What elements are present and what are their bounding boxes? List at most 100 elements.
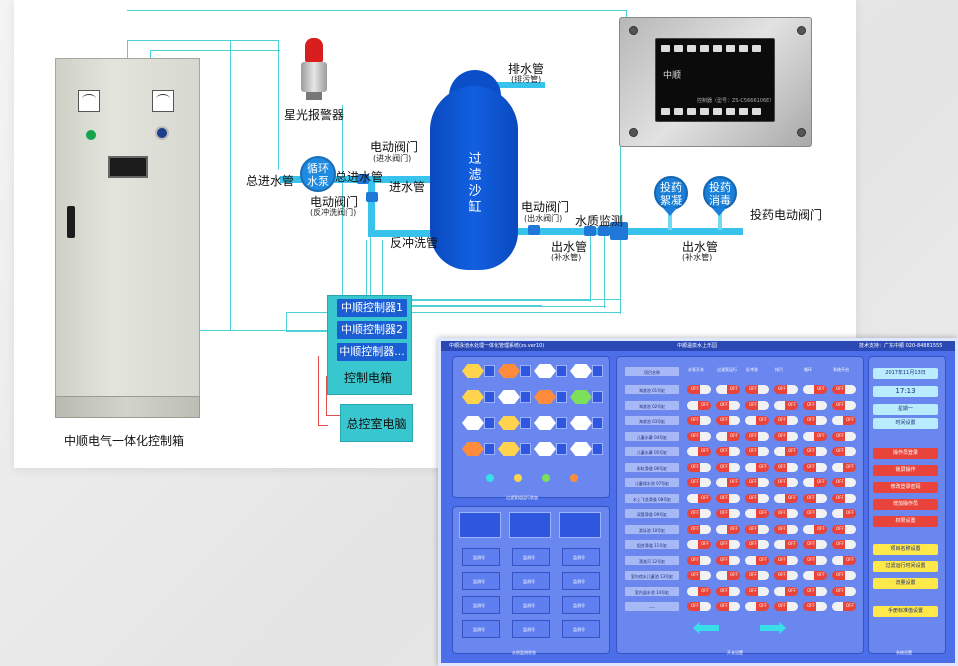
pool-switch[interactable]: OFF (774, 447, 798, 456)
manual-standard-settings-button[interactable]: 手册标准值设置 (873, 606, 938, 617)
pool-switch[interactable]: OFF (716, 555, 740, 565)
pool-switch[interactable]: OFF (774, 385, 798, 394)
pool-switch[interactable]: OFF (745, 555, 769, 565)
pool-switch[interactable]: OFF (716, 524, 740, 534)
pool-switch[interactable]: OFF (832, 416, 856, 425)
pool-switch[interactable]: OFF (687, 602, 711, 611)
pool-switch[interactable]: OFF (687, 400, 711, 410)
pool-switch[interactable]: OFF (832, 462, 856, 472)
pool-switch[interactable]: OFF (832, 524, 856, 534)
project-name-settings-button[interactable]: 项目名称设置 (873, 544, 938, 555)
pool-switch[interactable]: OFF (716, 400, 740, 410)
pool-switch[interactable]: OFF (745, 493, 769, 503)
pool-switch[interactable]: OFF (803, 431, 827, 441)
pool-switch[interactable]: OFF (832, 478, 856, 487)
pool-switch[interactable]: OFF (774, 509, 798, 518)
pool-switch[interactable]: OFF (832, 493, 856, 503)
pool-switch[interactable]: OFF (774, 478, 798, 487)
pool-switch[interactable]: OFF (687, 493, 711, 503)
pool-switch[interactable]: OFF (687, 478, 711, 487)
pool-switch[interactable]: OFF (745, 385, 769, 394)
pool-switch[interactable]: OFF (745, 540, 769, 549)
pool-switch[interactable]: OFF (687, 540, 711, 549)
pool-switch[interactable]: OFF (716, 478, 740, 487)
pool-switch[interactable]: OFF (745, 431, 769, 441)
pool-switch[interactable]: OFF (687, 462, 711, 472)
pool-switch[interactable]: OFF (803, 571, 827, 580)
prev-page-button[interactable] (693, 622, 719, 634)
pool-switch[interactable]: OFF (774, 540, 798, 549)
pool-switch[interactable]: OFF (803, 555, 827, 565)
permission-settings-button[interactable]: 权限设置 (873, 516, 938, 527)
pool-switch[interactable]: OFF (745, 571, 769, 580)
pool-switch[interactable]: OFF (716, 447, 740, 456)
pool-switch[interactable]: OFF (716, 493, 740, 503)
pool-switch[interactable]: OFF (774, 431, 798, 441)
pool-switch[interactable]: OFF (745, 478, 769, 487)
filter-runtime-settings-button[interactable]: 过滤运行时间设置 (873, 561, 938, 572)
pool-switch[interactable]: OFF (745, 462, 769, 472)
pool-switch[interactable]: OFF (803, 509, 827, 518)
pool-switch[interactable]: OFF (687, 571, 711, 580)
pool-switch[interactable]: OFF (832, 571, 856, 580)
pool-switch[interactable]: OFF (803, 586, 827, 596)
pool-switch[interactable]: OFF (687, 509, 711, 518)
pool-switch[interactable]: OFF (774, 524, 798, 534)
change-password-button[interactable]: 修改登录密码 (873, 482, 938, 493)
pool-switch[interactable]: OFF (832, 509, 856, 518)
pool-switch[interactable]: OFF (832, 431, 856, 441)
pool-switch[interactable]: OFF (832, 400, 856, 410)
pool-switch[interactable]: OFF (716, 540, 740, 549)
pool-switch[interactable]: OFF (774, 602, 798, 611)
pool-switch[interactable]: OFF (803, 493, 827, 503)
pool-switch[interactable]: OFF (745, 400, 769, 410)
pool-switch[interactable]: OFF (687, 555, 711, 565)
pool-switch[interactable]: OFF (803, 602, 827, 611)
pool-switch[interactable]: OFF (687, 447, 711, 456)
pool-switch[interactable]: OFF (716, 462, 740, 472)
pool-switch[interactable]: OFF (716, 509, 740, 518)
pool-switch[interactable]: OFF (832, 447, 856, 456)
pool-switch[interactable]: OFF (803, 400, 827, 410)
operator-login-button[interactable]: 操作员登录 (873, 448, 938, 459)
pool-switch[interactable]: OFF (803, 462, 827, 472)
pool-switch[interactable]: OFF (832, 586, 856, 596)
pool-switch[interactable]: OFF (832, 540, 856, 549)
pool-switch[interactable]: OFF (687, 385, 711, 394)
flow-settings-button[interactable]: 流量设置 (873, 578, 938, 589)
pool-switch[interactable]: OFF (803, 478, 827, 487)
pool-switch[interactable]: OFF (803, 540, 827, 549)
pool-switch[interactable]: OFF (716, 431, 740, 441)
pool-switch[interactable]: OFF (832, 555, 856, 565)
pool-switch[interactable]: OFF (745, 447, 769, 456)
pool-switch[interactable]: OFF (774, 555, 798, 565)
pool-switch[interactable]: OFF (803, 416, 827, 425)
pool-switch[interactable]: OFF (832, 385, 856, 394)
pool-switch[interactable]: OFF (774, 586, 798, 596)
pool-switch[interactable]: OFF (774, 416, 798, 425)
pool-switch[interactable]: OFF (803, 524, 827, 534)
pool-switch[interactable]: OFF (774, 493, 798, 503)
pool-switch[interactable]: OFF (716, 385, 740, 394)
pool-switch[interactable]: OFF (832, 602, 856, 611)
time-settings-button[interactable]: 时间设置 (873, 418, 938, 429)
add-operator-button[interactable]: 增加操作员 (873, 499, 938, 510)
pool-switch[interactable]: OFF (745, 416, 769, 425)
pool-switch[interactable]: OFF (745, 524, 769, 534)
pool-switch[interactable]: OFF (687, 524, 711, 534)
pool-switch[interactable]: OFF (774, 400, 798, 410)
pool-switch[interactable]: OFF (716, 602, 740, 611)
pool-switch[interactable]: OFF (687, 586, 711, 596)
pool-switch[interactable]: OFF (803, 385, 827, 394)
pool-switch[interactable]: OFF (745, 586, 769, 596)
pool-switch[interactable]: OFF (716, 586, 740, 596)
pool-switch[interactable]: OFF (745, 602, 769, 611)
pool-switch[interactable]: OFF (716, 416, 740, 425)
pool-switch[interactable]: OFF (745, 509, 769, 518)
pool-switch[interactable]: OFF (687, 431, 711, 441)
pool-switch[interactable]: OFF (716, 571, 740, 580)
pool-switch[interactable]: OFF (774, 462, 798, 472)
pool-switch[interactable]: OFF (774, 571, 798, 580)
pool-switch[interactable]: OFF (803, 447, 827, 456)
lock-screen-button[interactable]: 锁屏操作 (873, 465, 938, 476)
